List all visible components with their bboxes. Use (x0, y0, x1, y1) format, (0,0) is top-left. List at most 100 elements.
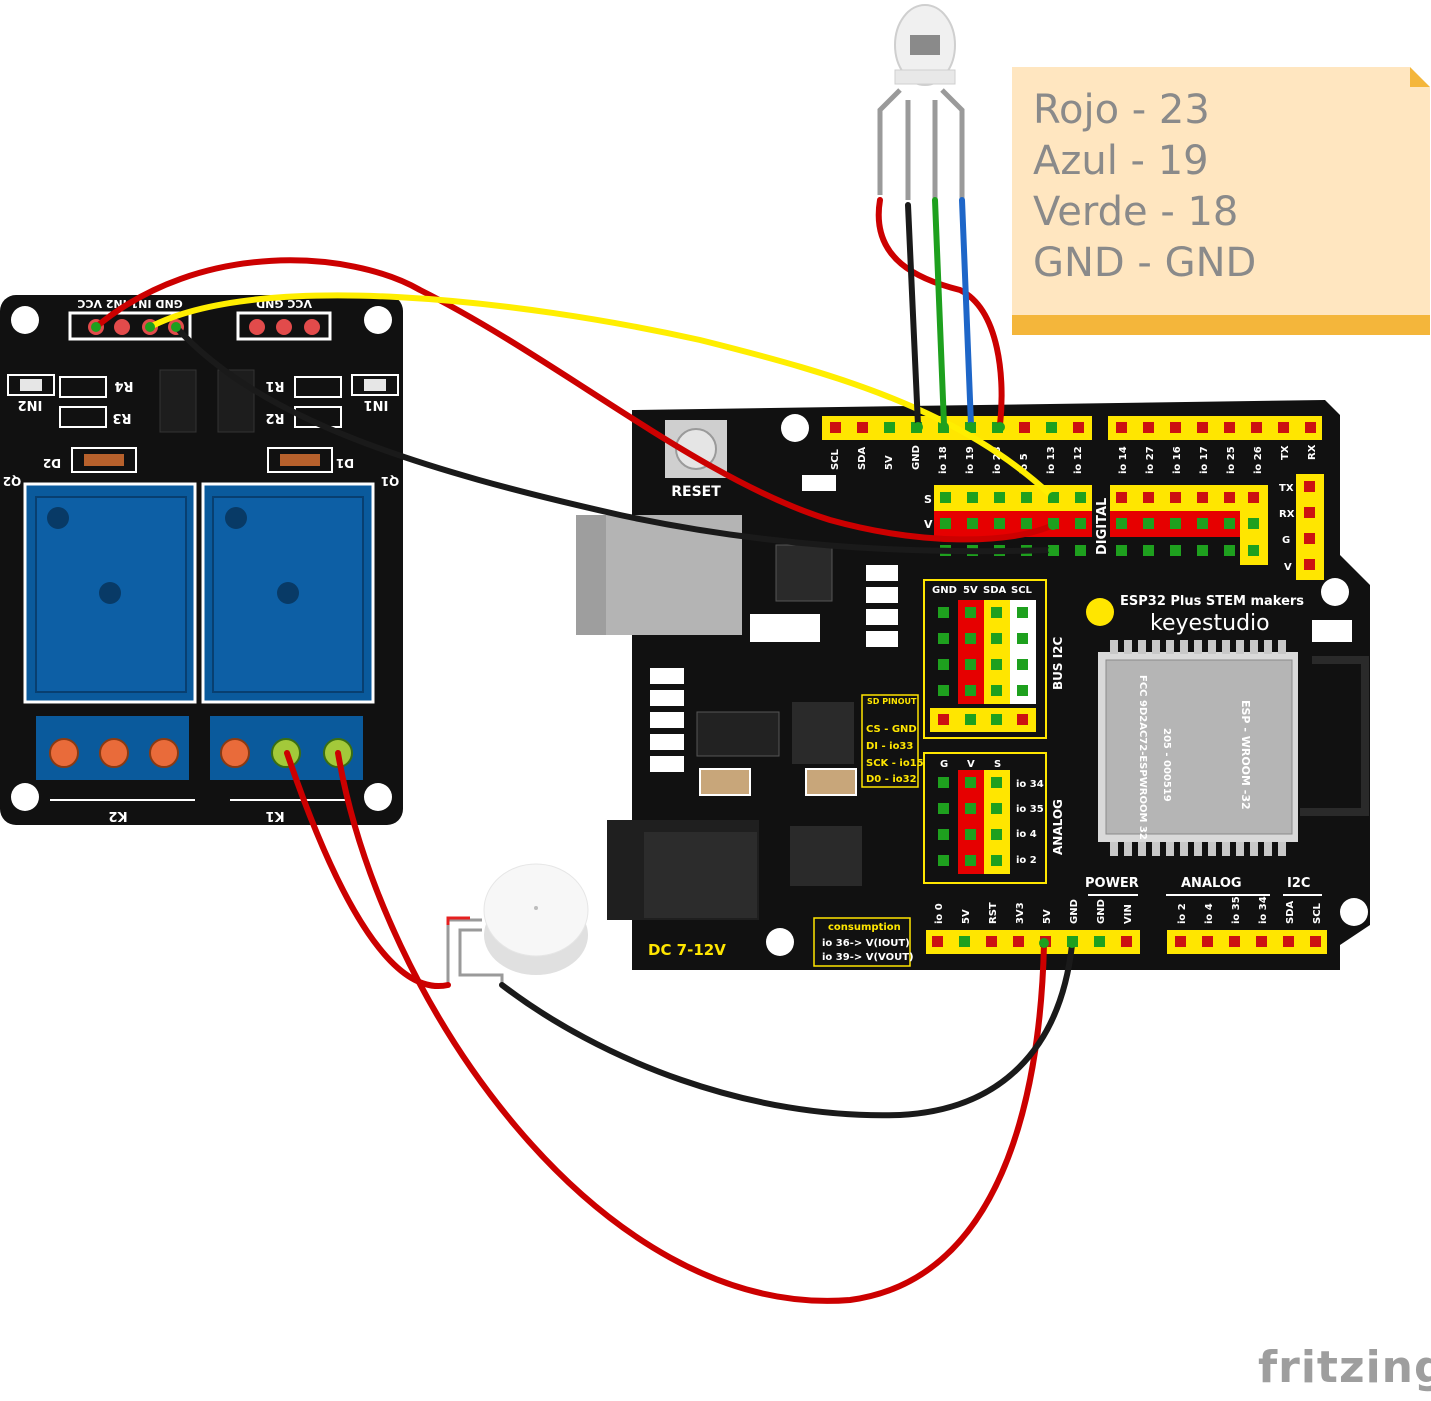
label-r2: R2 (265, 410, 284, 425)
pin-label: RX (1307, 444, 1318, 460)
analog-pin-label: io 34 (1016, 779, 1044, 790)
mount-hole (1340, 898, 1368, 926)
label-k2: K2 (108, 808, 127, 823)
power-pin-labels: io 0 5V RST 3V3 5V GND GND VIN io 2 io 4… (934, 896, 1323, 924)
sd-pinout-box (861, 694, 919, 788)
label-d2: D2 (43, 456, 61, 470)
sd-pinout-line: CS - GND (866, 724, 917, 735)
pin-label: io 0 (934, 903, 945, 924)
sd-pinout-line: SCK - io15 (866, 758, 924, 769)
i2c-header-label: SDA (983, 585, 1007, 596)
top-right-pin-labels: io 14 io 27 io 16 io 17 io 25 io 26 TX R… (1118, 444, 1318, 474)
wire-green-led (932, 197, 947, 428)
mount-hole (1321, 578, 1349, 606)
label-d1: D1 (336, 456, 354, 470)
buzzer (446, 863, 589, 985)
header-analog-i2c (1167, 930, 1327, 954)
analog-pin-label: io 2 (1016, 855, 1037, 866)
uart-label: RX (1279, 509, 1295, 520)
pin-label: io 17 (1199, 446, 1210, 474)
pin-label: io 26 (1253, 446, 1264, 474)
uart-label: TX (1279, 483, 1294, 494)
header-top-right (1108, 416, 1322, 440)
mount-hole (364, 783, 392, 811)
consumption-title: consumption (828, 922, 901, 933)
note-line-gnd: GND - GND (1033, 240, 1257, 286)
pcb-antenna (1300, 656, 1369, 816)
analog-side-label: ANALOG (1051, 799, 1065, 855)
relay-module: GND IN1 IN2 VCC VCC GND IN2 IN1 R4 R3 R1… (0, 295, 403, 825)
row-label-s: S (924, 493, 932, 506)
note-line-verde: Verde - 18 (1033, 189, 1239, 235)
mount-hole (364, 306, 392, 334)
analog-pin-label: io 35 (1016, 804, 1044, 815)
pin-label: io 23 (992, 446, 1003, 474)
relay-header-left (68, 311, 192, 341)
pin-label: GND (911, 445, 922, 470)
pin-label: io 25 (1226, 446, 1237, 474)
pin-label: io 12 (1073, 446, 1084, 474)
power-jack-label: DC 7-12V (648, 941, 726, 959)
uart-label: V (1284, 562, 1292, 573)
wires (91, 197, 1077, 1304)
wire-black-led (905, 202, 921, 428)
note-line-azul: Azul - 19 (1033, 138, 1209, 184)
pin-label: io 19 (965, 446, 976, 474)
note-line-rojo: Rojo - 23 (1033, 87, 1210, 133)
module-text: ESP - WROOM -32 (1239, 700, 1252, 810)
pin-label: io 4 (1204, 903, 1215, 924)
i2c-header-label: GND (932, 585, 957, 596)
brand-name: keyestudio (1150, 611, 1270, 636)
label-r1: R1 (265, 378, 284, 393)
module-text: 205 - 000519 (1161, 728, 1172, 802)
pin-label: io 16 (1172, 446, 1183, 474)
pin-label: 5V (961, 909, 972, 924)
bus-i2c-label: BUS I2C (1051, 636, 1065, 690)
analog-header-label: V (967, 759, 975, 770)
consumption-box (813, 917, 911, 967)
pin-label: io 35 (1231, 896, 1242, 924)
wire-blue-led (959, 197, 974, 428)
pin-label: io 34 (1258, 896, 1269, 924)
pin-label: io 18 (938, 446, 949, 474)
label-in2: IN2 (18, 397, 43, 412)
note-bar (1012, 315, 1430, 335)
digital-label: DIGITAL (1095, 498, 1110, 555)
power-title: POWER (1085, 876, 1139, 891)
pin-label: io 14 (1118, 446, 1129, 474)
label-k1: K1 (265, 808, 284, 823)
sd-pinout-line: DI - io33 (866, 741, 913, 752)
pin-label: SDA (1285, 900, 1296, 924)
top-left-pin-labels: SCL SDA 5V GND io 18 io 19 io 23 io 5 io… (830, 445, 1084, 474)
analog-block (923, 752, 1047, 884)
pin-label: 5V (1042, 909, 1053, 924)
esp32-board: RESET DC 7-12V (576, 400, 1370, 970)
analog-header-label: G (940, 759, 948, 770)
i2c-title: I2C (1287, 876, 1310, 891)
brand-line: ESP32 Plus STEM makers (1120, 594, 1304, 609)
label-q2: Q2 (3, 474, 22, 488)
pin-label: TX (1280, 445, 1291, 460)
pin-label: io 13 (1046, 446, 1057, 474)
i2c-header-label: 5V (963, 585, 978, 596)
header-power (926, 930, 1140, 954)
pin-label: io 5 (1019, 453, 1030, 474)
label-r3: R3 (112, 410, 131, 425)
row-label-v: V (924, 518, 933, 531)
wire-red-vcc (93, 257, 1056, 543)
uart-label: G (1282, 535, 1290, 546)
analog-pin-label: io 4 (1016, 829, 1037, 840)
wire-black-buzzer-gnd (499, 942, 1075, 1119)
analog-header-label: S (994, 759, 1001, 770)
pin-label: GND (1069, 899, 1080, 924)
label-in1: IN1 (364, 397, 389, 412)
pin-label: VIN (1123, 904, 1134, 924)
pin-label: SCL (1312, 902, 1323, 924)
pin-label: RST (988, 902, 999, 924)
fritzing-watermark: fritzing (1258, 1342, 1431, 1393)
mount-hole (781, 414, 809, 442)
rgb-led (877, 4, 965, 200)
i2c-bus-block (923, 579, 1047, 739)
wire-red-5v (335, 750, 1047, 1304)
